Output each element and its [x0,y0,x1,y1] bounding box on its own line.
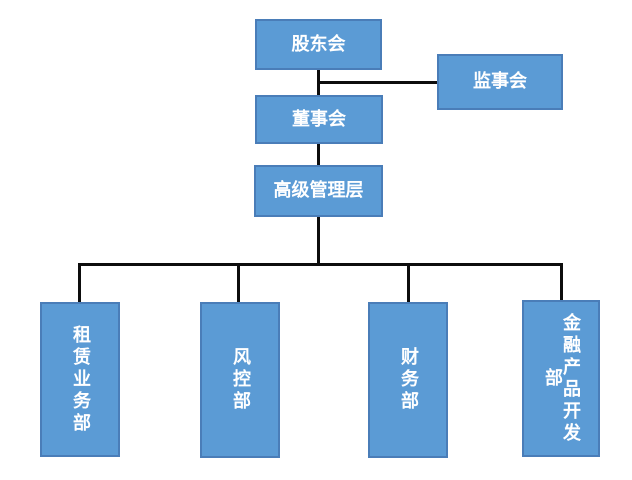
node-label: 高级管理层 [273,180,364,202]
node-label: 股东会 [291,33,346,55]
node-board-of-directors: 董事会 [255,95,383,144]
connector-bus-product [560,263,563,301]
node-label: 风控部 [230,347,251,413]
node-label: 财务部 [398,347,419,413]
node-senior-management: 高级管理层 [254,165,383,217]
connector-bus-leasing [78,263,81,303]
connector-shareholders-supervisory [317,81,437,84]
connector-board-senior [317,144,320,166]
node-supervisory-board: 监事会 [437,54,563,110]
connector-bus-finance [407,263,410,303]
node-label: 监事会 [473,71,527,93]
node-label: 金融产品开发部 [542,312,581,445]
node-financial-product-dev-dept: 金融产品开发部 [522,300,600,457]
node-leasing-business-dept: 租赁业务部 [40,302,120,457]
connector-senior-bus [317,217,320,265]
connector-bus-horizontal [78,263,563,266]
node-label: 租赁业务部 [70,324,91,435]
node-finance-dept: 财务部 [368,302,448,458]
connector-bus-risk [237,263,240,303]
node-shareholders-meeting: 股东会 [255,19,382,70]
node-label: 董事会 [292,108,346,130]
node-risk-control-dept: 风控部 [200,302,280,458]
